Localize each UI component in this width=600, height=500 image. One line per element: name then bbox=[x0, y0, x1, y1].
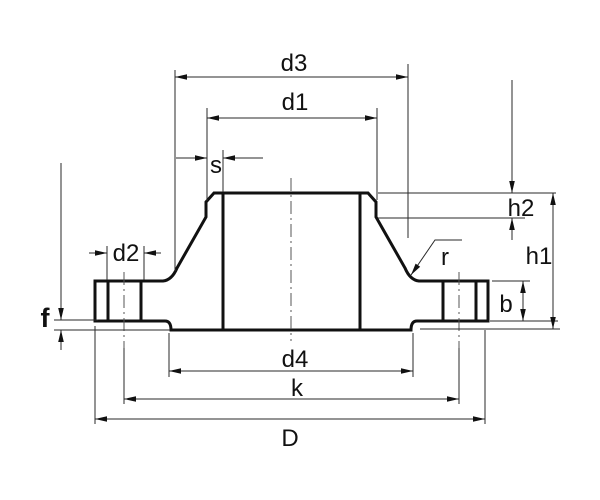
dimension-labels: d3 d1 s d2 f r h2 h1 b d4 k D bbox=[41, 50, 553, 452]
label-d1: d1 bbox=[282, 89, 309, 116]
label-d4: d4 bbox=[282, 346, 309, 373]
label-h2: h2 bbox=[508, 195, 535, 222]
dim-h1-arrow-up bbox=[550, 193, 556, 205]
dim-b-arrow-up bbox=[520, 281, 526, 293]
dim-D-arrow-left bbox=[95, 416, 107, 422]
centerlines bbox=[123, 178, 460, 348]
dim-d2-arrow-left bbox=[95, 250, 107, 256]
dim-s-arrow-right bbox=[223, 155, 235, 161]
bore-cutout bbox=[221, 191, 362, 332]
dim-f-arrow-up bbox=[58, 330, 64, 342]
dim-d3-arrow-right bbox=[396, 74, 408, 80]
dim-d1-arrow-left bbox=[207, 115, 219, 121]
dim-d4-arrow-left bbox=[169, 368, 181, 374]
dim-k-arrow-right bbox=[447, 396, 459, 402]
label-k: k bbox=[291, 375, 304, 402]
dim-d4-arrow-right bbox=[401, 368, 413, 374]
leader-r-arrow bbox=[411, 263, 421, 275]
extension-lines bbox=[54, 64, 560, 424]
label-f: f bbox=[41, 303, 51, 333]
dim-d3-arrow-left bbox=[175, 74, 187, 80]
leader-r bbox=[410, 239, 462, 276]
label-r: r bbox=[441, 244, 449, 271]
flange-cross-section bbox=[93, 191, 490, 332]
dim-d1-arrow-right bbox=[365, 115, 377, 121]
dim-h2-arrow-down bbox=[509, 181, 515, 193]
dim-f-arrow-down bbox=[58, 308, 64, 320]
label-b: b bbox=[499, 291, 512, 318]
dim-b-arrow-down bbox=[520, 309, 526, 321]
dim-h1-arrow-down bbox=[550, 317, 556, 329]
dim-h2-arrow-up bbox=[509, 218, 515, 230]
dimension-lines bbox=[58, 74, 556, 422]
label-d3: d3 bbox=[281, 50, 308, 77]
label-D: D bbox=[281, 425, 298, 452]
label-d2: d2 bbox=[113, 240, 140, 267]
dim-d2-arrow-right bbox=[144, 250, 156, 256]
dim-k-arrow-left bbox=[124, 396, 136, 402]
dim-s-arrow-left bbox=[195, 155, 207, 161]
label-h1: h1 bbox=[526, 243, 553, 270]
label-s: s bbox=[210, 152, 222, 179]
dim-D-arrow-right bbox=[473, 416, 485, 422]
